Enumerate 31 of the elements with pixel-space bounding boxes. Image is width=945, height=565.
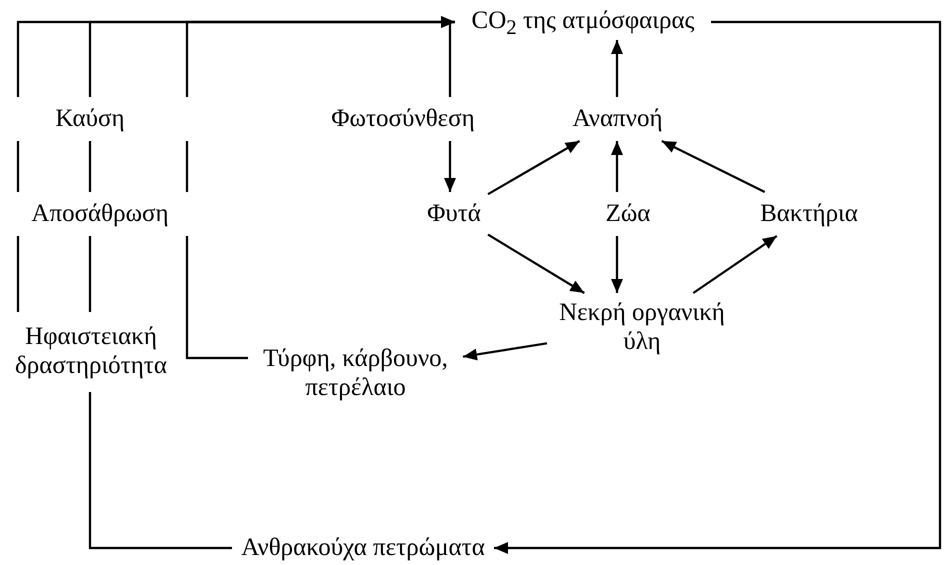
flow-arrow — [487, 234, 585, 294]
connector-line — [16, 141, 20, 192]
flow-arrow — [661, 140, 766, 193]
flow-arrow — [692, 235, 778, 294]
node-label: Ηφαιστειακή δραστηριότητα — [14, 323, 168, 381]
connector-line — [88, 141, 92, 192]
connector-line — [186, 141, 188, 192]
node-label: Φωτοσύνθεση — [331, 104, 475, 134]
flow-arrow — [186, 16, 455, 97]
flow-arrow — [611, 236, 623, 293]
connector-line — [448, 20, 455, 97]
flow-arrow — [611, 40, 623, 97]
node-label: Αναπνοή — [572, 104, 663, 134]
connector-line — [186, 236, 248, 360]
flow-arrow — [444, 141, 456, 192]
node-label: Φυτά — [427, 200, 481, 228]
flow-arrow — [494, 20, 942, 554]
node-label: Βακτήρια — [760, 200, 858, 228]
flow-arrow — [462, 342, 548, 360]
node-label: Νεκρή οργανική ύλη — [558, 299, 726, 357]
flow-arrow — [611, 141, 623, 192]
node-label: Ζώα — [606, 200, 650, 228]
connector-line — [16, 236, 20, 312]
connector-line — [88, 236, 92, 312]
node-label: CO$_{2}$ της ατμόσφαιρας — [472, 6, 694, 40]
node-label: Καύση — [54, 104, 126, 134]
flow-arrow — [487, 140, 580, 196]
node-label: Τύρφη, κάρβουνο, πετρέλαιο — [262, 345, 449, 403]
connector-line — [88, 392, 232, 550]
node-label: Αποσάθρωση — [31, 200, 169, 228]
node-label: Ανθρακούχα πετρώματα — [241, 534, 485, 562]
